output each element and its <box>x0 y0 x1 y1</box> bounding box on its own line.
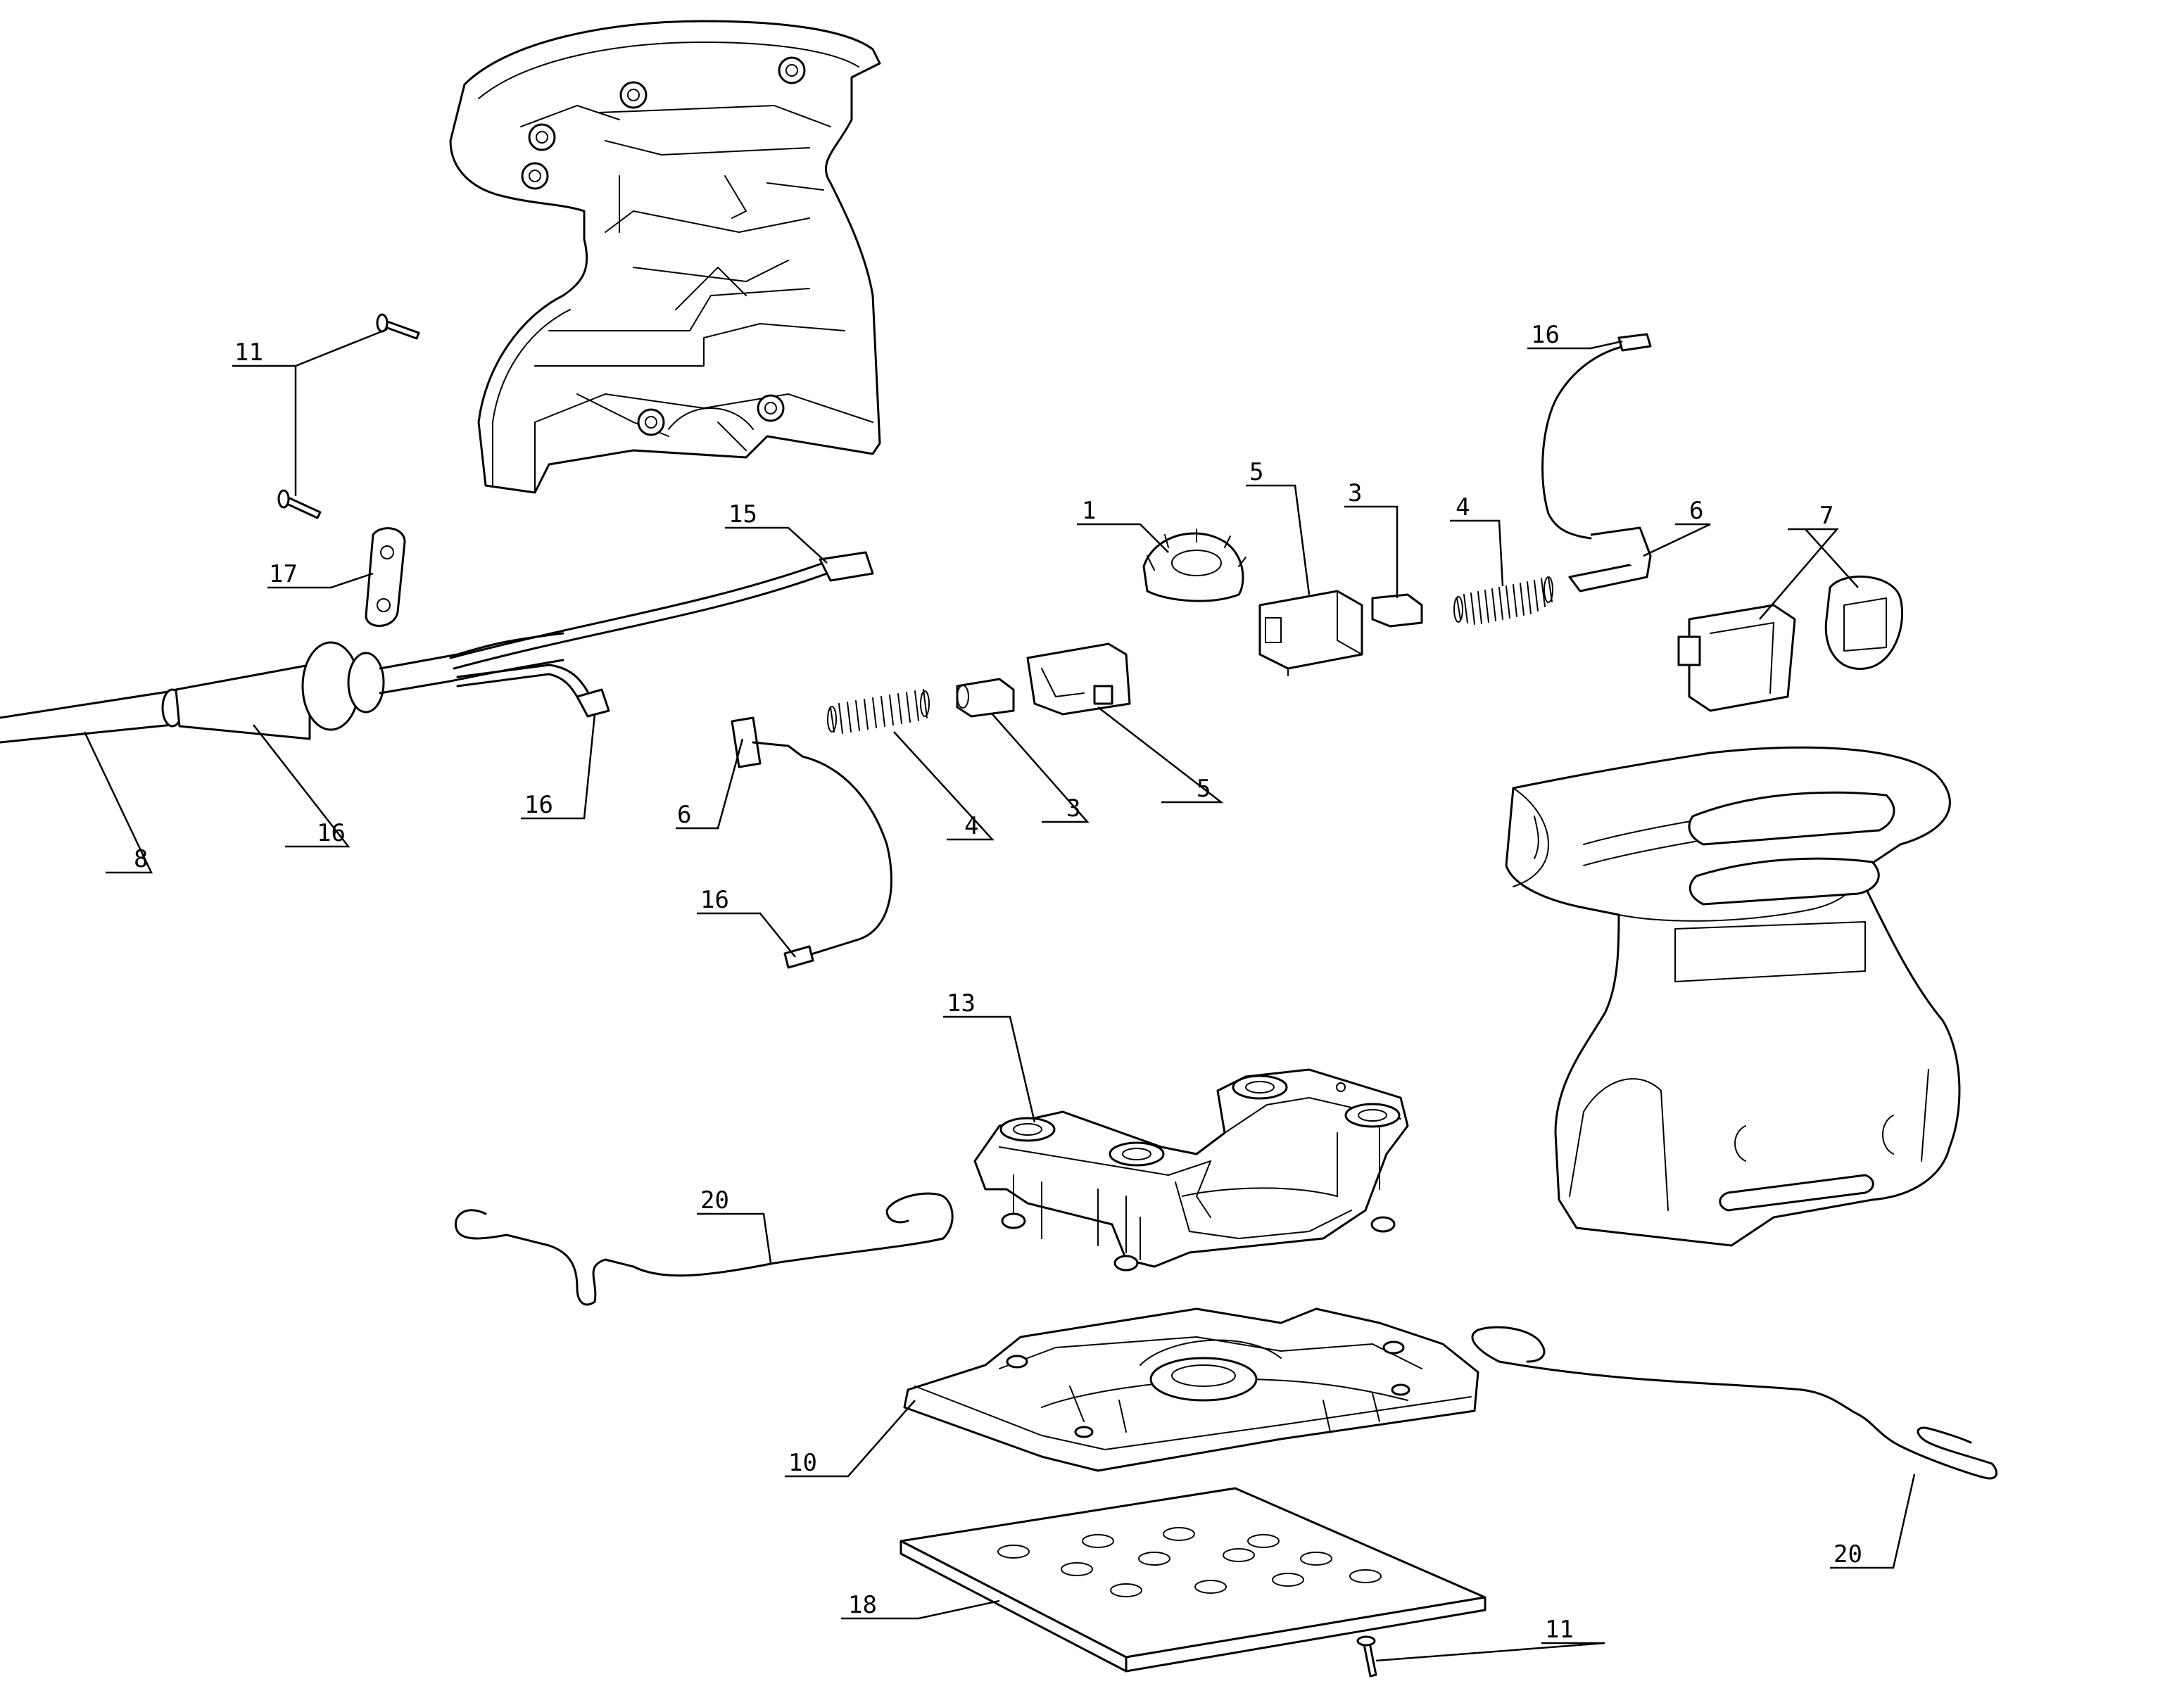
brush-spring-clip-6-upper <box>1568 526 1652 592</box>
cord-clamp-18 <box>365 527 406 627</box>
power-cord-assembly <box>0 551 874 744</box>
callout-13: 13 <box>947 989 976 1018</box>
bearing-frame-13 <box>973 1068 1409 1272</box>
callout-6-lower: 6 <box>677 801 691 829</box>
screw-11-upper <box>376 313 420 340</box>
wire-16-upper-right <box>1541 333 1652 540</box>
brush-spring-clip-6-lower <box>731 716 804 768</box>
callout-19: 18 <box>848 1591 877 1619</box>
housing-left-half <box>449 20 881 494</box>
callout-16-cord: 16 <box>524 791 553 819</box>
callout-15: 15 <box>728 500 757 528</box>
paper-clamp-20-left <box>454 1192 954 1306</box>
callout-18: 17 <box>269 560 298 588</box>
housing-right-half <box>1505 746 1961 1247</box>
callout-16-lower: 16 <box>700 886 729 914</box>
spring-4-upper <box>1453 576 1553 625</box>
callout-6-upper: 6 <box>1689 497 1703 525</box>
callout-5-lower: 5 <box>1197 775 1211 803</box>
sanding-pad-19 <box>900 1487 1486 1673</box>
callout-4-upper: 4 <box>1456 493 1470 521</box>
brush-holder-ring-1 <box>1142 528 1246 602</box>
callout-20-left: 20 <box>700 1186 729 1215</box>
brush-box-5-lower <box>1026 642 1131 716</box>
spring-4-lower <box>827 689 930 734</box>
paper-clamp-20-right <box>1471 1326 1998 1480</box>
callout-16-upper: 16 <box>1531 321 1560 349</box>
callout-20-right: 20 <box>1833 1540 1862 1568</box>
callout-11-upper: 11 <box>234 338 263 367</box>
callout-8: 8 <box>134 845 148 873</box>
callout-17: 16 <box>317 819 346 847</box>
callout-11-bottom: 11 <box>1545 1616 1574 1644</box>
switch-7 <box>1677 575 1904 712</box>
callout-3-upper: 3 <box>1348 479 1362 507</box>
screw-11-lower <box>277 489 322 519</box>
leader-lines <box>83 328 1916 1662</box>
callout-3-lower: 3 <box>1066 794 1080 823</box>
callout-4-lower: 4 <box>964 812 978 840</box>
callout-1: 1 <box>1082 497 1096 525</box>
callout-10: 10 <box>788 1449 817 1477</box>
callout-7: 7 <box>1819 502 1833 530</box>
screw-11-bottom <box>1356 1635 1377 1678</box>
carbon-brush-3-upper <box>1371 593 1423 628</box>
brush-box-5-upper <box>1258 590 1363 676</box>
callout-5-upper: 5 <box>1249 458 1263 486</box>
base-plate-10 <box>903 1307 1479 1472</box>
callout-labels: 11 17 15 16 16 8 6 4 3 5 16 1 5 3 4 16 6… <box>134 321 1862 1644</box>
carbon-brush-3-lower <box>956 678 1015 718</box>
wire-16-lower <box>783 755 893 969</box>
